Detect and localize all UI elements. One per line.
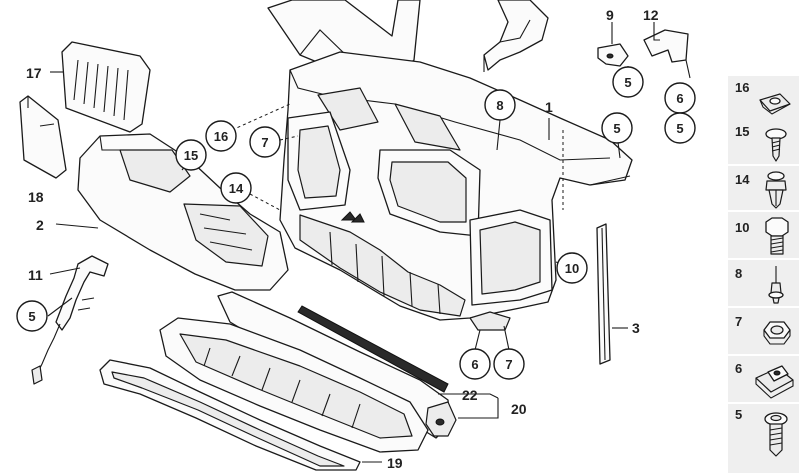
hex-bolt-icon [765,217,789,255]
leader-16 [231,103,291,131]
label-19: 19 [387,455,403,471]
legend-panel-8 [728,260,799,306]
svg-text:10: 10 [565,261,579,276]
legend-panel-5 [728,404,799,473]
label-20: 20 [511,401,527,417]
support-bracket-11 [31,255,109,385]
torx-screw-icon [764,412,788,457]
leader-8 [496,119,501,151]
legend-number-7: 7 [735,314,742,329]
legend-number-5: 5 [735,407,742,422]
cover-plate-18 [19,95,67,179]
seal-strip-3 [596,223,611,365]
legend-number-15: 15 [735,124,749,139]
legend-panel-15 [728,121,799,164]
callout-8: 8 [484,89,516,121]
leader-20 [458,398,499,419]
legend-number-8: 8 [735,266,742,281]
svg-text:6: 6 [676,91,683,106]
svg-text:5: 5 [613,121,620,136]
svg-text:14: 14 [229,181,244,196]
leader-5-right [617,141,621,159]
svg-text:6: 6 [471,357,478,372]
plain-labels: 17 18 2 11 1 9 12 3 22 20 19 [26,7,659,471]
leader-11 [49,267,81,275]
part-9-clip [597,22,629,67]
air-duct-2 [77,133,289,291]
leader-2 [55,223,99,229]
air-duct-grille-17 [61,41,151,133]
legend-number-10: 10 [735,220,749,235]
front-panel-carrier [267,0,633,331]
leader-22 [438,393,499,399]
callout-15: 15 [175,139,207,171]
legend-panel-10 [728,212,799,258]
legend-number-14: 14 [735,172,750,187]
leader-7-bottom [503,325,510,351]
label-1: 1 [545,99,553,115]
lower-grille-19 [159,317,429,453]
callout-5-top: 5 [612,66,644,98]
legend-panel-14 [728,166,799,210]
label-3: 3 [632,320,640,336]
svg-text:5: 5 [624,75,631,90]
seal-strip-22 [297,305,449,393]
callout-6-top: 6 [664,82,696,114]
legend-number-16: 16 [735,80,749,95]
label-11: 11 [28,267,43,283]
svg-text:15: 15 [184,148,198,163]
callout-7-bottom: 7 [493,348,525,380]
clip-nut-icon [755,365,794,399]
callout-10: 10 [556,252,588,284]
callout-6-bottom: 6 [459,348,491,380]
speed-nut-icon [759,93,791,115]
label-2: 2 [36,217,44,233]
callout-16: 16 [205,120,237,152]
svg-text:16: 16 [214,129,228,144]
push-rivet-icon [768,266,784,304]
callout-7-top: 7 [249,126,281,158]
callout-5-right: 5 [601,112,633,144]
leader-5-left [47,297,73,317]
svg-text:5: 5 [28,309,35,324]
part-12-bracket [643,22,691,79]
callout-14: 14 [220,172,252,204]
svg-text:7: 7 [261,135,268,150]
callout-5-left: 5 [16,300,48,332]
label-12: 12 [643,7,659,23]
label-22: 22 [462,387,478,403]
hex-nut-icon [763,321,791,345]
plastic-screw-icon [765,128,787,162]
label-18: 18 [28,189,44,205]
svg-text:7: 7 [505,357,512,372]
label-9: 9 [606,7,614,23]
svg-text:8: 8 [496,98,503,113]
leader-6-bottom [474,329,481,351]
leader-14 [249,193,281,211]
label-17: 17 [26,65,42,81]
hood-lock-bracket [483,0,549,72]
bumper-strip-19 [99,359,361,471]
callout-5-far-right: 5 [664,112,696,144]
side-legend: 16 15 14 10 8 7 6 5 [728,76,799,473]
svg-text:5: 5 [676,121,683,136]
legend-number-6: 6 [735,361,742,376]
expanding-rivet-icon [765,171,787,209]
circled-labels: 5 15 16 7 14 8 5 5 [16,66,696,380]
